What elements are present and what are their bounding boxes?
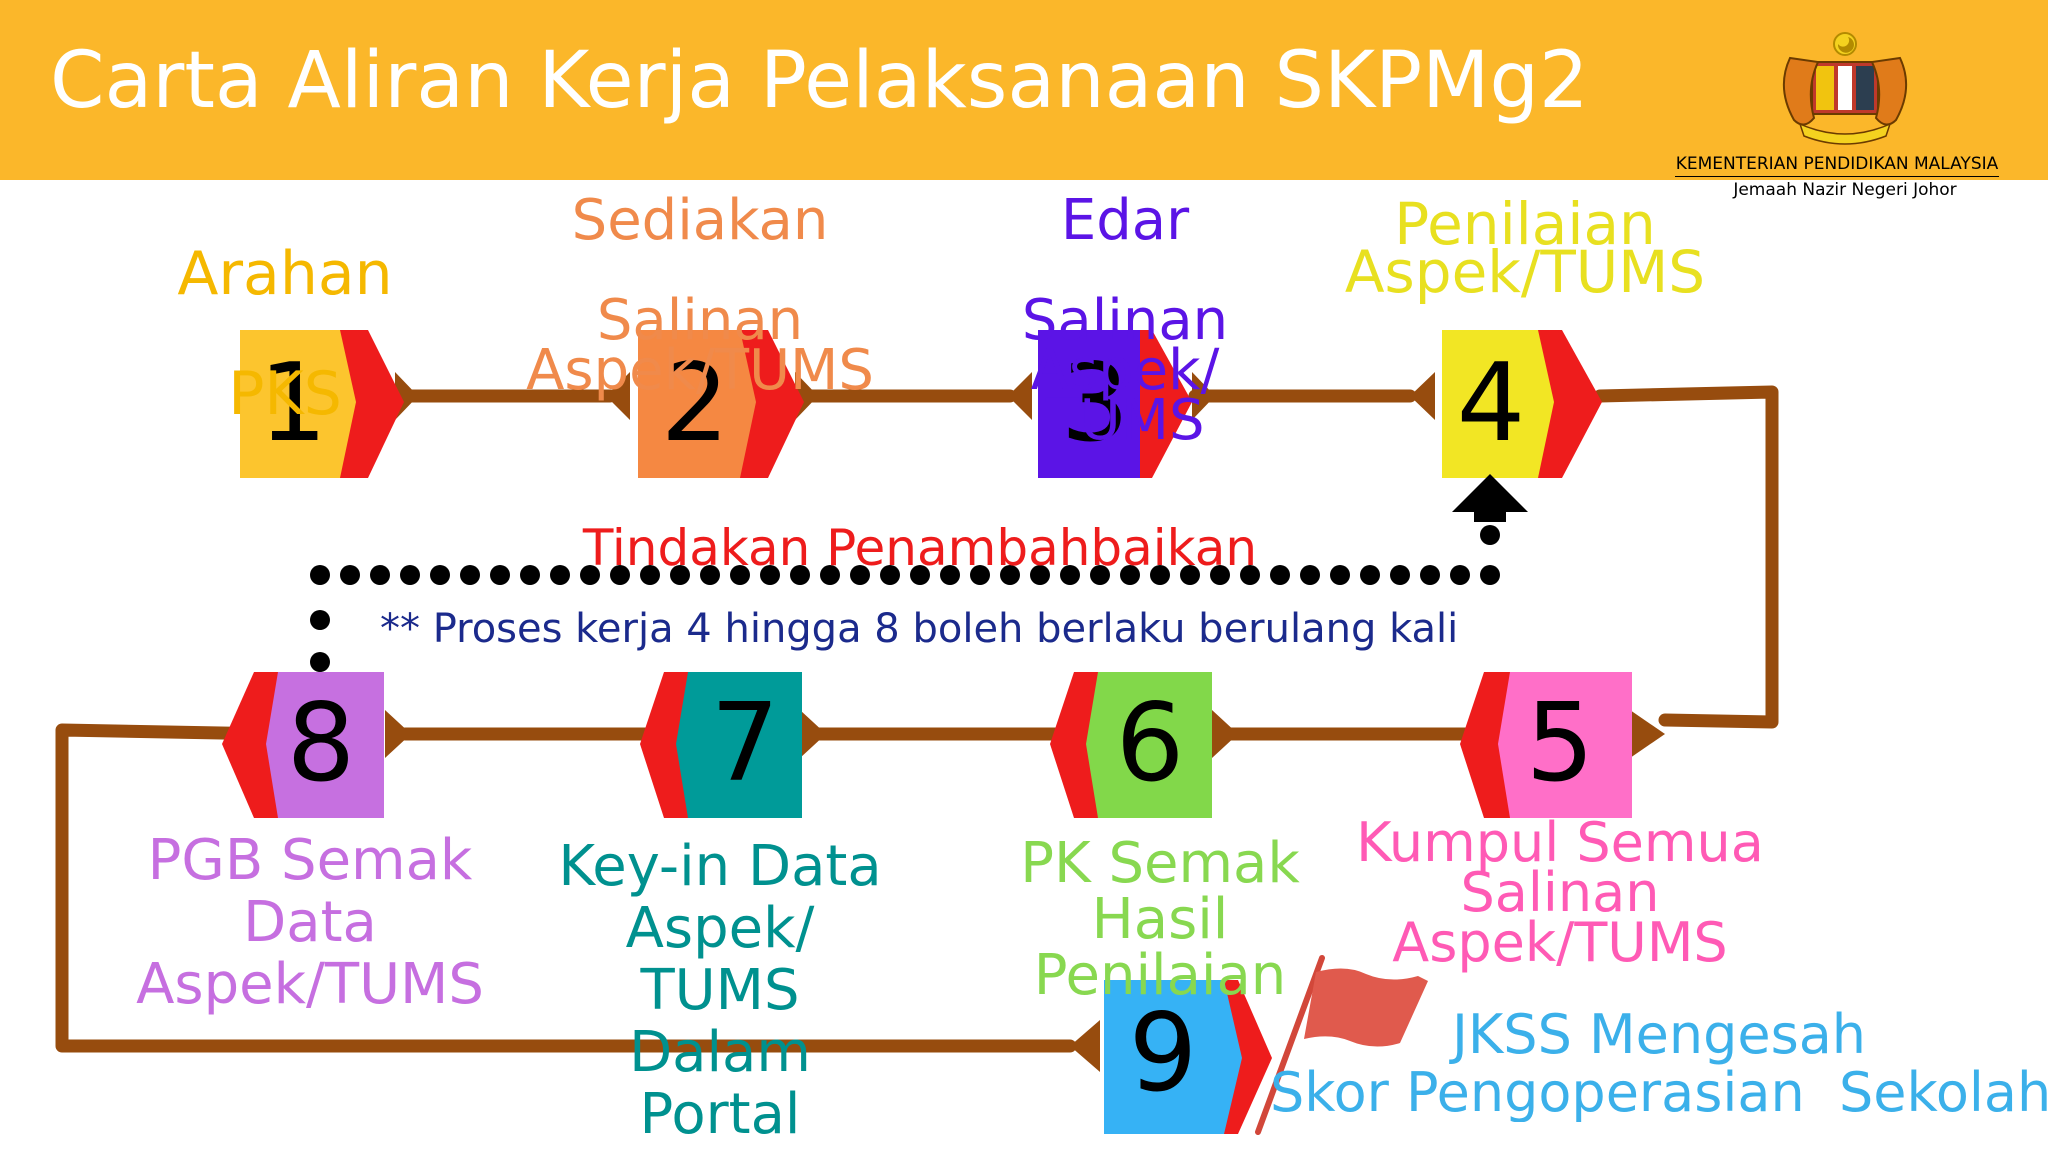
connector-lines (55, 385, 1779, 1053)
slide-title: Carta Aliran Kerja Pelaksanaan SKPMg2 (50, 36, 1589, 126)
step-9-label: JKSS Mengesah Skor Pengoperasian Sekolah (1270, 1006, 2048, 1122)
step-5-label: Kumpul Semua Salinan Aspek/TUMS (1356, 811, 1764, 974)
step-7-box (640, 672, 802, 818)
step-7-label: Key-in Data Aspek/ TUMS Dalam Portal (558, 834, 882, 1147)
feedback-loop-dots (310, 525, 1500, 672)
step-3-box (1038, 330, 1192, 478)
feedback-arrow-icon (1452, 474, 1528, 522)
step-8-box (222, 672, 384, 818)
step-1-number: 1 (258, 341, 328, 466)
step-9-number: 9 (1128, 991, 1198, 1116)
loop-label: Tindakan Penambahbaikan (582, 519, 1258, 577)
step-6-box (1050, 672, 1212, 818)
step-5-box (1460, 672, 1632, 818)
step-6-label: PK Semak Hasil Penilaian (1020, 831, 1300, 1008)
flag-icon (1255, 955, 1428, 1135)
title-bar (0, 0, 2048, 180)
step-9-box (1104, 980, 1272, 1134)
step-2-label: Sediakan Salinan Aspek/TUMS (526, 188, 874, 403)
coat-of-arms-icon (1782, 32, 1908, 145)
step-1-label: Arahan PKS (177, 239, 393, 429)
ministry-name: KEMENTERIAN PENDIDIKAN MALAYSIA (1675, 154, 1999, 177)
step-7-number: 7 (710, 681, 780, 806)
step-5-number: 5 (1525, 681, 1595, 806)
step-8-label: PGB Semak Data Aspek/TUMS (136, 828, 484, 1017)
step-8-number: 8 (286, 681, 356, 806)
loop-note: ** Proses kerja 4 hingga 8 boleh berlaku… (380, 606, 1459, 652)
step-4-box (1442, 330, 1602, 478)
step-3-label: Edar Salinan Aspek/ TUMS (1021, 188, 1229, 453)
step-4-number: 4 (1456, 341, 1526, 466)
step-1-box (240, 330, 404, 478)
step-3-number: 3 (1060, 341, 1130, 466)
step-2-box (638, 330, 804, 478)
step-2-number: 2 (660, 341, 730, 466)
step-6-number: 6 (1115, 681, 1185, 806)
step-4-label: Penilaian Aspek/TUMS (1344, 190, 1706, 306)
department-name: Jemaah Nazir Negeri Johor (1733, 180, 1957, 200)
